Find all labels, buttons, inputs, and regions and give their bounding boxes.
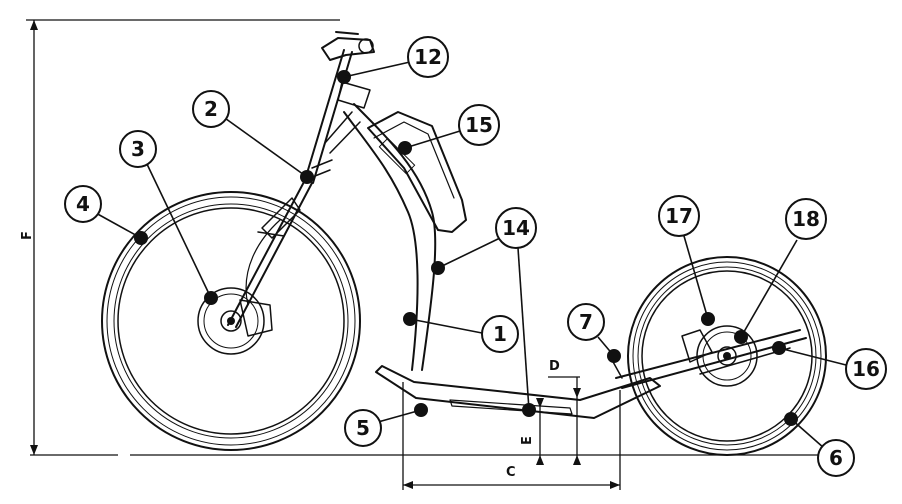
dimension-label-D: D (549, 359, 560, 374)
callout-label-16: 16 (852, 357, 880, 381)
dimension-label-E: E (520, 436, 535, 445)
callout-label-6: 6 (829, 446, 843, 470)
callout-label-5: 5 (356, 416, 370, 440)
dimension-label-C: C (506, 465, 516, 480)
callout-label-2: 2 (204, 97, 218, 121)
battery-pack (367, 111, 467, 233)
callout-7: 7 (567, 303, 621, 363)
callout-15: 15 (398, 104, 500, 155)
callout-label-12: 12 (414, 45, 442, 69)
callout-1: 1 (403, 312, 519, 353)
callout-label-7: 7 (579, 310, 593, 334)
callout-16: 16 (772, 341, 887, 390)
callout-label-3: 3 (131, 137, 145, 161)
callout-17: 17 (658, 195, 715, 326)
callout-18: 18 (734, 198, 827, 344)
frame (324, 103, 437, 371)
callout-label-15: 15 (465, 113, 493, 137)
dimension-D: D (548, 359, 581, 465)
callout-label-18: 18 (792, 207, 820, 231)
callout-label-4: 4 (76, 192, 90, 216)
dimension-label-F: F (20, 231, 35, 240)
dimension-F: F (20, 19, 340, 455)
callout-3: 3 (119, 130, 218, 305)
callout-5: 5 (344, 403, 428, 447)
front-fork (227, 179, 313, 328)
callout-6: 6 (784, 412, 855, 477)
callout-label-14: 14 (502, 216, 530, 240)
handlebar (321, 31, 375, 109)
callout-12: 12 (337, 36, 449, 84)
callout-14: 14 (431, 207, 537, 417)
callout-2: 2 (192, 90, 314, 184)
rear-wheel (627, 256, 827, 456)
callout-label-17: 17 (665, 204, 693, 228)
callout-4: 4 (64, 185, 148, 245)
callout-label-1: 1 (493, 322, 507, 346)
dimension-E: E (520, 398, 544, 465)
dimension-C: C (402, 382, 621, 490)
steering-stem (304, 49, 353, 184)
